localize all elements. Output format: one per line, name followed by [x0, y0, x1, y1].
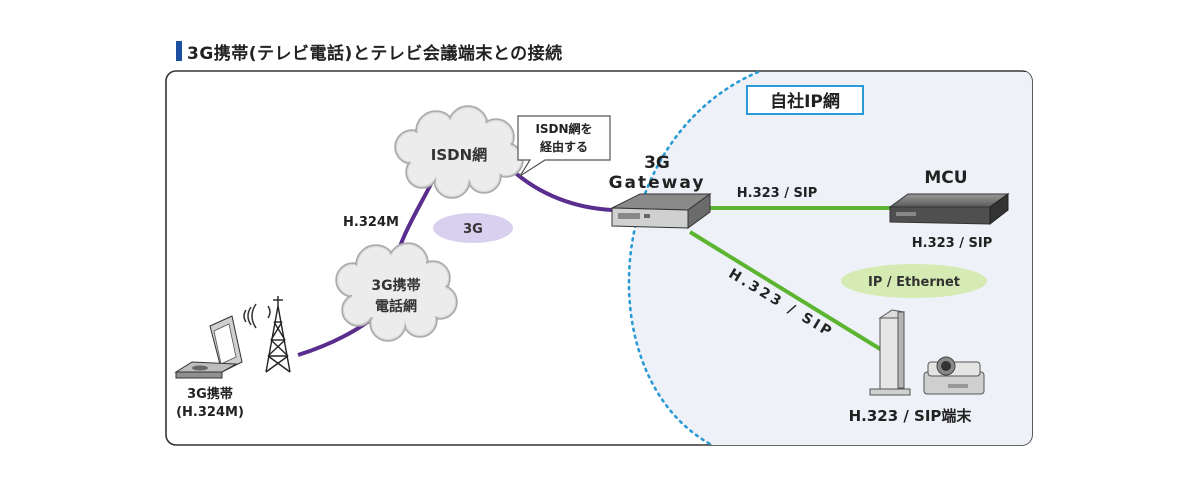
terminal-label: H.323 / SIP端末: [849, 407, 973, 425]
mobile-network-label-1: 3G携帯: [371, 277, 420, 294]
ip-network-label: 自社IP網: [770, 91, 840, 112]
3g-phone-device: [174, 315, 243, 379]
isdn-label: ISDN網: [431, 146, 487, 164]
video-terminal-monitor: [869, 309, 911, 396]
signal-waves-icon: [243, 303, 271, 329]
h324m-label: H.324M: [343, 215, 399, 230]
antenna-tower-icon: [265, 296, 291, 373]
link-gateway-to-terminal: [688, 230, 887, 354]
mcu-device: [888, 193, 1010, 226]
gateway-label-1: 3G: [644, 153, 670, 173]
isdn-callout: ISDN網を 経由する: [517, 115, 611, 177]
ip-network-label-box: [746, 85, 864, 115]
badge-3g: [433, 213, 513, 243]
mobile-network-label-2: 電話網: [375, 298, 417, 315]
mcu-label: MCU: [924, 168, 967, 188]
diagram-title: 3G携帯(テレビ電話)とテレビ会議端末との接続: [176, 40, 563, 64]
callout-line-2: 経由する: [540, 139, 588, 154]
badge-ip-ethernet: [841, 264, 987, 298]
video-camera: [923, 356, 985, 395]
callout-line-1: ISDN網を: [535, 121, 592, 136]
ip-zone-border: [627, 71, 760, 445]
gateway-label-2: Gateway: [609, 173, 706, 193]
mcu-protocol-label: H.323 / SIP: [912, 236, 992, 251]
title-accent-bar: [176, 41, 182, 61]
phone-label-2: (H.324M): [176, 405, 244, 420]
mobile-network-cloud: 3G携帯 電話網: [335, 242, 458, 342]
badge-ip-ethernet-label: IP / Ethernet: [868, 275, 960, 290]
gateway-device: [611, 193, 712, 229]
ip-network-zone: [627, 71, 1032, 445]
isdn-cloud: ISDN網: [394, 105, 524, 199]
link-label-mcu: H.323 / SIP: [737, 186, 817, 201]
badge-3g-label: 3G: [463, 222, 483, 237]
phone-label-1: 3G携帯: [187, 386, 233, 402]
title-text: 3G携帯(テレビ電話)とテレビ会議端末との接続: [187, 43, 563, 64]
link-isdn-to-gateway: [510, 168, 613, 212]
